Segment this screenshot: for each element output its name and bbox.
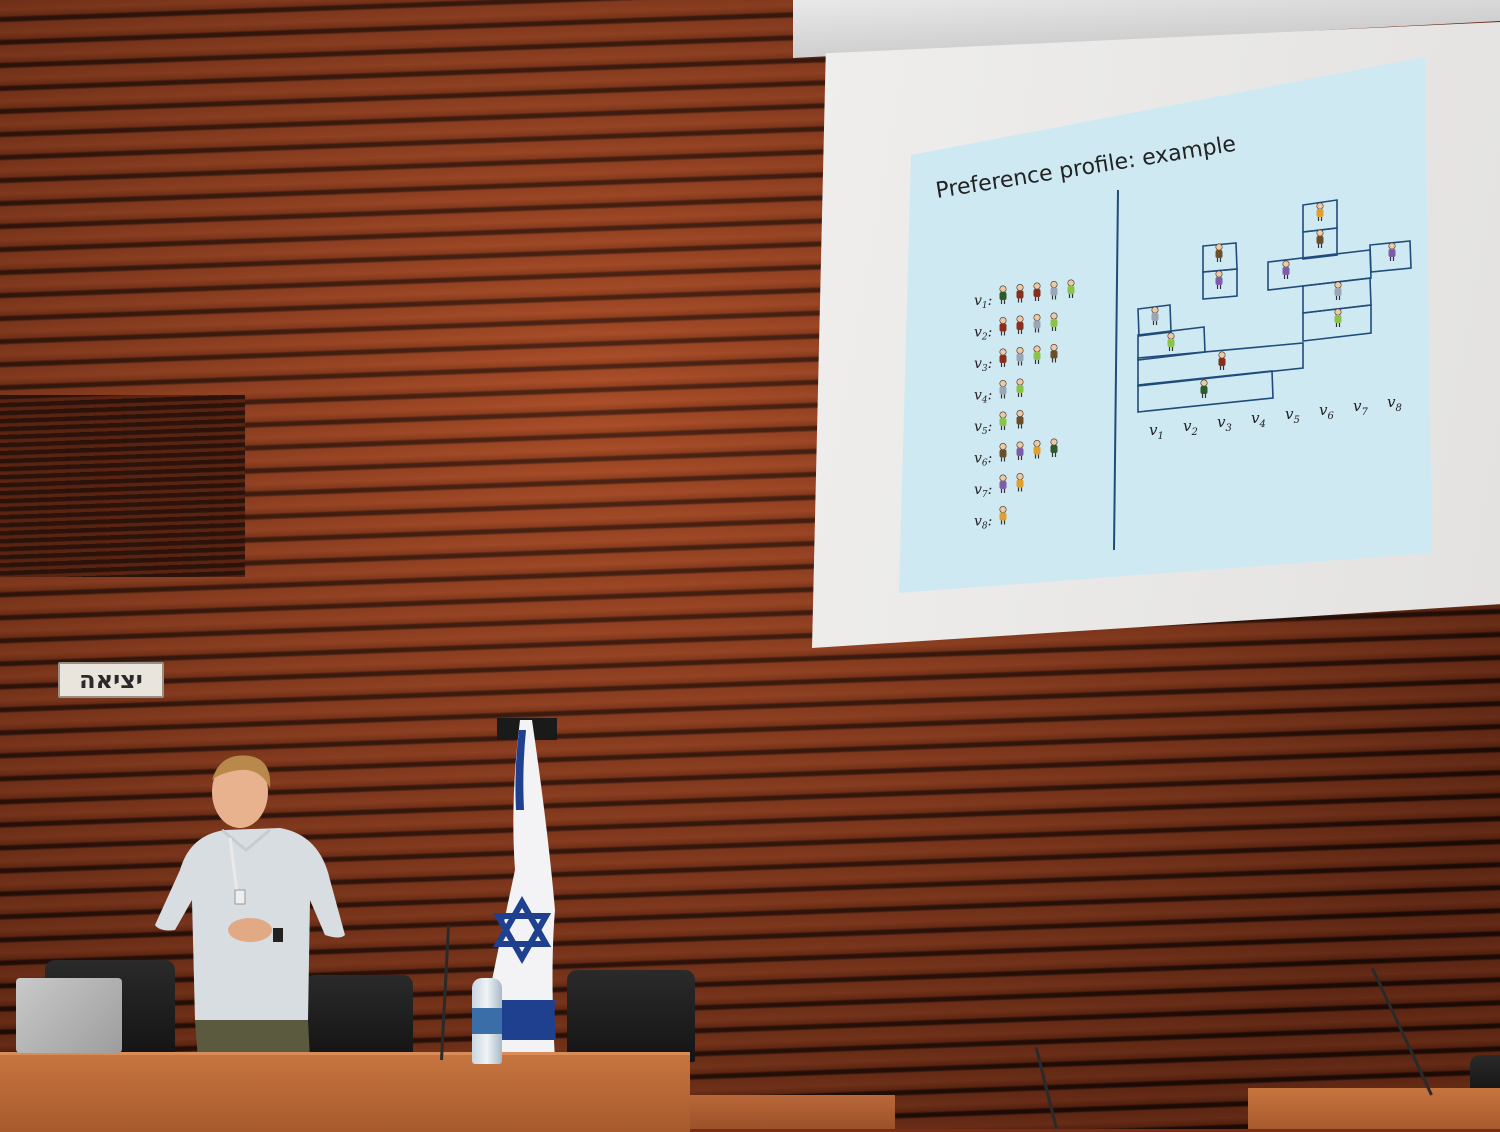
voter-row-label: v4: [974,388,992,406]
axis-voter-label: v4 [1251,409,1266,430]
person-figure-icon [1316,202,1324,221]
voter-row-label: v1: [974,293,992,311]
box-v1-top [1137,304,1172,337]
person-figure-icon [999,348,1007,367]
box-v6-2 [1302,227,1338,260]
person-figure-icon [1033,313,1041,333]
box-v8 [1369,240,1412,273]
slide-background [899,57,1432,593]
person-figure-icon [999,411,1007,430]
person-figure-icon [1282,260,1290,279]
box-v6-5 [1302,304,1372,342]
speaker-desk [0,1052,690,1132]
person-figure-icon [1016,378,1024,397]
box-v3-lower [1202,268,1238,300]
person-figure-icon [1033,345,1041,364]
person-figure-icon [1218,351,1226,370]
voter-row-label: v3: [974,356,992,374]
axis-voter-label: v3 [1217,413,1232,434]
star-of-david-icon [492,895,552,965]
person-figure-icon [1215,270,1223,289]
person-figure-icon [999,442,1007,462]
axis-voter-label: v5 [1285,405,1300,426]
box-person-figures [1151,202,1396,398]
person-figure-icon [1334,281,1342,300]
person-figure-icon [1200,379,1208,398]
voter-axis-labels: v1 v2 v3 v4 v5 v6 v7 v8 [1149,393,1402,442]
box-row-3 [1137,326,1206,361]
speaker-person [155,755,345,1060]
person-figure-icon [1151,306,1159,325]
axis-voter-label: v7 [1353,397,1368,418]
person-figure-icon [1215,243,1223,262]
person-figure-icon [999,505,1007,525]
water-bottle [472,978,502,1064]
axis-voter-label: v1 [1149,421,1164,442]
person-figure-icon [1388,242,1396,261]
person-figure-icon [1167,332,1175,351]
voter-row-label: v6: [974,451,992,469]
person-figure-icon [1050,280,1058,300]
laptop [16,978,122,1053]
person-figure-icon [1050,438,1058,457]
person-figure-icon [999,316,1007,336]
person-figure-icon [1016,283,1024,303]
axis-voter-label: v2 [1183,417,1198,438]
chair-right [567,970,695,1062]
person-figure-icon [1016,472,1024,492]
person-figure-icon [1033,439,1041,459]
axis-voter-label: v8 [1387,393,1402,414]
person-figure-icon [1016,346,1024,366]
person-figure-icon [1067,279,1075,298]
desk-right [1248,1088,1500,1129]
chair-center [305,975,413,1057]
voter-preference-list: v1: v2: v3: v4: v5: v6: v7: v8: [974,279,1075,532]
person-figure-icon [999,474,1007,493]
voter-row-label: v7: [974,482,992,500]
person-figure-icon [1050,343,1058,363]
axis-voter-label: v6 [1319,401,1334,422]
person-figure-icon [1016,441,1024,460]
voter-row-label: v2: [974,325,992,343]
box-row-2 [1137,342,1304,387]
person-figure-icon [1033,282,1041,301]
exit-sign: יציאה [58,662,164,698]
box-row-v5-v7 [1267,249,1372,291]
preference-box-diagram [1137,199,1412,413]
person-figure-icon [1050,312,1058,331]
person-figure-icon [999,379,1007,399]
person-figure-icon [1016,315,1024,334]
person-figure-icon [1334,308,1342,327]
person-figure-icon [1316,229,1324,248]
wall-vent-panel [0,395,245,577]
voter-row-label: v8: [974,514,992,532]
voter-row-label: v5: [974,419,992,437]
slide-divider [1113,189,1119,551]
person-figure-icon [999,285,1007,304]
person-figure-icon [1016,409,1024,429]
